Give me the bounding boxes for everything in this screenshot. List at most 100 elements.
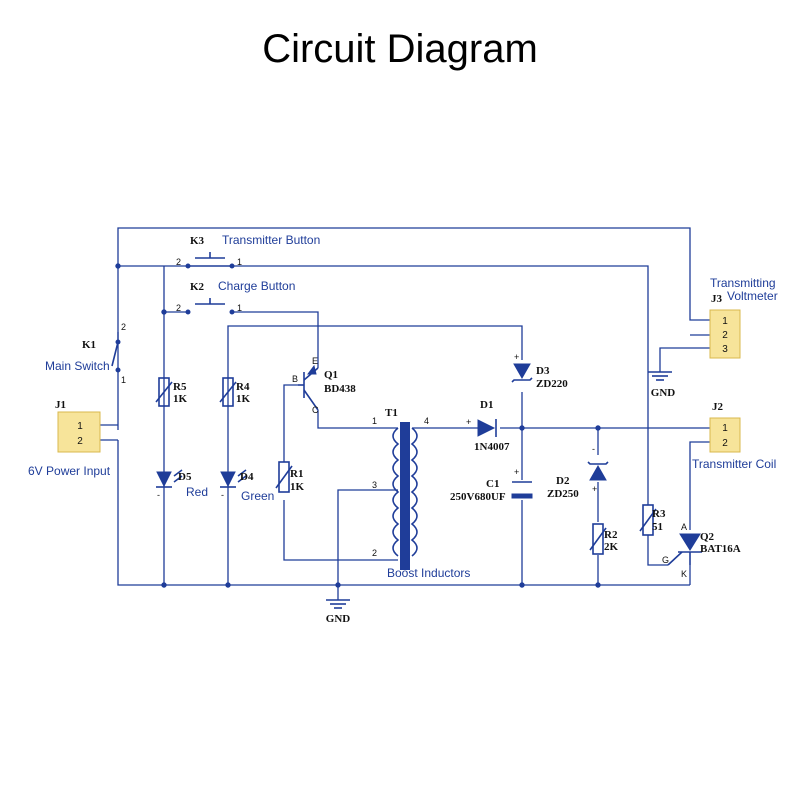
transformer-t1 xyxy=(392,422,418,570)
d2-minus: - xyxy=(592,444,595,454)
j3-pin3-label: 3 xyxy=(722,344,728,355)
k1-pin1: 1 xyxy=(121,375,126,385)
ref-r5: R5 xyxy=(173,381,187,393)
switch-k3 xyxy=(185,252,235,269)
wire-k2-right xyxy=(232,311,319,368)
resistor-r2 xyxy=(589,523,607,555)
zener-d2 xyxy=(587,461,609,481)
ref-t1: T1 xyxy=(385,407,398,419)
connector-j3: 1 2 3 xyxy=(709,309,741,359)
green-label: Green xyxy=(241,489,274,503)
red-label: Red xyxy=(186,485,208,499)
val-r2: 2K xyxy=(604,541,619,553)
ref-j2: J2 xyxy=(712,401,724,413)
wire-q1-base xyxy=(283,384,298,462)
t1-pin1: 1 xyxy=(372,416,377,426)
wire-k3-right xyxy=(232,265,649,505)
ref-r4: R4 xyxy=(236,381,250,393)
d3-plus: + xyxy=(514,352,519,362)
ref-j1: J1 xyxy=(55,399,66,411)
q1-pin-c: C xyxy=(312,405,319,415)
main-switch-label: Main Switch xyxy=(45,359,110,373)
wires xyxy=(100,227,710,600)
q2-pin-g: G xyxy=(662,555,669,565)
q1-pin-b: B xyxy=(292,374,298,384)
charge-button-label: Charge Button xyxy=(218,279,295,293)
k2-pin2: 2 xyxy=(176,303,181,313)
t1-pin3: 3 xyxy=(372,480,377,490)
switch-k1 xyxy=(111,339,121,373)
wire-t1-pin3 xyxy=(337,489,398,600)
ref-d1: D1 xyxy=(480,399,493,411)
val-q2: BAT16A xyxy=(700,543,741,555)
val-c1: 250V680UF xyxy=(450,491,506,503)
ref-r1: R1 xyxy=(290,468,303,480)
ref-c1: C1 xyxy=(486,478,499,490)
resistor-r5 xyxy=(155,377,173,407)
val-r5: 1K xyxy=(173,393,188,405)
power-input-label: 6V Power Input xyxy=(28,464,111,478)
junctions xyxy=(115,263,601,588)
k3-pin1: 1 xyxy=(237,257,242,267)
ref-q2: Q2 xyxy=(700,531,715,543)
ref-d5: D5 xyxy=(178,471,192,483)
wire-j3-pin3 xyxy=(659,347,710,372)
c1-plus: + xyxy=(514,467,519,477)
k1-pin2: 2 xyxy=(121,322,126,332)
d1-plus: + xyxy=(466,417,471,427)
capacitor-c1 xyxy=(511,481,533,499)
t1-pin2: 2 xyxy=(372,548,377,558)
wire-r3-gate xyxy=(647,535,668,566)
val-q1: BD438 xyxy=(324,383,356,395)
led-d4 xyxy=(220,469,247,488)
j3-pin1-label: 1 xyxy=(722,316,728,327)
transistor-q1 xyxy=(298,364,319,411)
q2-pin-a: A xyxy=(681,522,687,532)
diode-d1 xyxy=(477,419,497,437)
q1-pin-e: E xyxy=(312,356,318,366)
ref-r3: R3 xyxy=(652,508,666,520)
d2-plus: + xyxy=(592,484,597,494)
val-r4: 1K xyxy=(236,393,251,405)
j2-pin2-label: 2 xyxy=(722,438,728,449)
val-d1: 1N4007 xyxy=(474,441,510,453)
resistor-r1 xyxy=(275,461,293,493)
led-d5 xyxy=(156,469,183,488)
wire-bottom-rail xyxy=(117,440,690,586)
ref-j3: J3 xyxy=(711,293,723,305)
d5-minus: - xyxy=(157,490,160,500)
connector-j2: 1 2 xyxy=(709,417,741,453)
zener-d3 xyxy=(511,363,533,383)
resistor-r3 xyxy=(639,504,657,536)
resistor-r4 xyxy=(219,377,237,407)
ref-r2: R2 xyxy=(604,529,618,541)
boost-inductors-label: Boost Inductors xyxy=(387,566,470,580)
wire-q2-anode xyxy=(689,441,710,530)
d4-minus: - xyxy=(221,490,224,500)
gnd-label-bottom: GND xyxy=(326,613,351,625)
ground-symbol-right xyxy=(648,371,672,381)
ref-k2: K2 xyxy=(190,281,205,293)
ref-k1: K1 xyxy=(82,339,96,351)
val-d3: ZD220 xyxy=(536,378,568,390)
val-r1: 1K xyxy=(290,481,305,493)
j2-pin1-label: 1 xyxy=(722,423,728,434)
voltmeter-label: Voltmeter xyxy=(727,289,778,303)
ground-symbol-bottom xyxy=(326,599,350,609)
k3-pin2: 2 xyxy=(176,257,181,267)
switch-k2 xyxy=(185,298,235,315)
q2-pin-k: K xyxy=(681,569,687,579)
wire-top-rail xyxy=(117,227,710,430)
j1-pin2-label: 2 xyxy=(77,436,83,447)
t1-pin4: 4 xyxy=(424,416,429,426)
connector-j1: 1 2 xyxy=(57,411,101,453)
wire-mid-rail xyxy=(227,325,523,585)
val-r3: 51 xyxy=(652,521,663,533)
val-d2: ZD250 xyxy=(547,488,579,500)
transmitter-coil-label: Transmitter Coil xyxy=(692,457,776,471)
wire-r1-t1pin2 xyxy=(283,500,398,561)
j1-pin1-label: 1 xyxy=(77,421,83,432)
thyristor-q2 xyxy=(667,533,702,566)
j3-pin2-label: 2 xyxy=(722,330,728,341)
